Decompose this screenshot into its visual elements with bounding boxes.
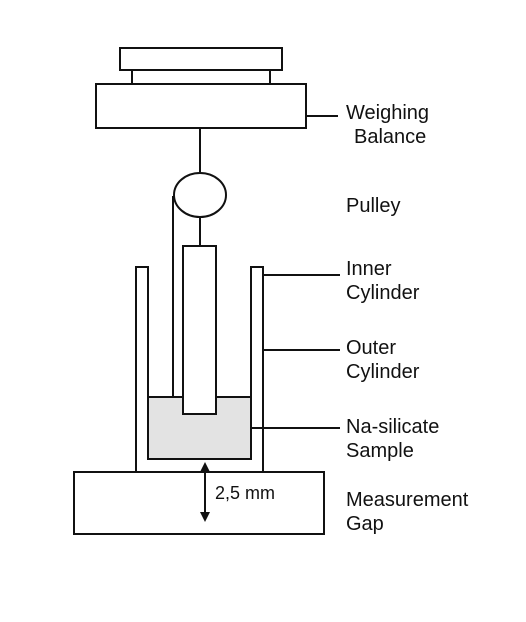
label-outer-cylinder: Outer Cylinder — [346, 337, 420, 383]
label-outer-cylinder-line-2: Cylinder — [346, 361, 420, 383]
label-weighing-balance: Weighing Balance — [346, 102, 435, 148]
label-weighing-balance-line-2: Balance — [354, 126, 426, 148]
label-measurement-gap-line-2: Gap — [346, 513, 384, 535]
gap-dimension-arrow — [200, 462, 210, 522]
label-sample-line-1: Na-silicate — [346, 416, 439, 438]
balance-body — [95, 83, 307, 129]
balance-neck — [131, 69, 271, 85]
label-pulley-line-1: Pulley — [346, 195, 400, 217]
measurement-base — [73, 471, 325, 535]
label-pulley: Pulley — [346, 195, 400, 217]
label-measurement-gap-line-1: Measurement — [346, 489, 469, 511]
label-weighing-balance-line-1: Weighing — [346, 102, 429, 124]
label-inner-cylinder-line-2: Cylinder — [346, 282, 420, 304]
label-measurement-gap: Measurement Gap — [346, 489, 474, 535]
label-sample-line-2: Sample — [346, 440, 414, 462]
label-inner-cylinder: Inner Cylinder — [346, 258, 420, 304]
label-sample: Na-silicate Sample — [346, 416, 445, 462]
gap-dimension-label: 2,5 mm — [215, 483, 275, 503]
pulley-wheel — [173, 172, 227, 218]
label-inner-cylinder-line-1: Inner — [346, 258, 392, 280]
inner-cylinder — [182, 245, 217, 415]
weighing-balance — [95, 47, 307, 129]
label-outer-cylinder-line-1: Outer — [346, 337, 396, 359]
balance-top-plate — [119, 47, 283, 71]
